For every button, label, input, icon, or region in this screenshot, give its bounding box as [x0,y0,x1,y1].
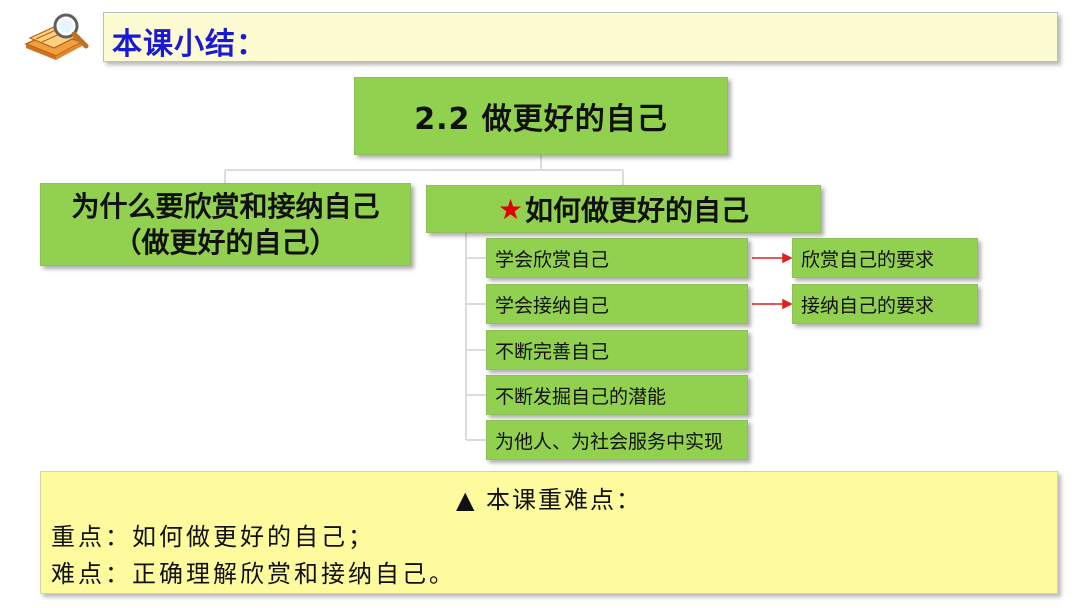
magnifier-books-icon [24,13,89,60]
step-label: 不断发掘自己的潜能 [495,385,667,408]
step-potential: 不断发掘自己的潜能 [486,375,748,415]
key-points-panel: ▲ 本课重难点： 重点：如何做更好的自己； 难点：正确理解欣赏和接纳自己。 [40,471,1058,594]
key-point-line: 重点：如何做更好的自己； [51,523,375,551]
page-title: 本课小结： [112,27,267,62]
star-icon: ★ [497,192,524,226]
requirement-label: 欣赏自己的要求 [801,248,935,271]
root-topic-label: 2.2 做更好的自己 [414,102,668,137]
why-box: 为什么要欣赏和接纳自己 （做更好的自己） [40,183,411,266]
why-line2: （做更好的自己） [113,225,338,259]
why-line1: 为什么要欣赏和接纳自己 [71,189,380,223]
arrowhead-appreciate [782,252,793,264]
key-points-heading: ▲ 本课重难点： [455,486,643,514]
root-topic-box: 2.2 做更好的自己 [354,77,728,155]
arrowhead-accept [782,298,793,310]
step-appreciate: 学会欣赏自己 [486,238,748,278]
step-label: 不断完善自己 [495,340,610,363]
step-label: 为他人、为社会服务中实现 [495,430,724,453]
difficulty-line: 难点：正确理解欣赏和接纳自己。 [51,560,456,588]
requirement-appreciate: 欣赏自己的要求 [792,238,978,278]
step-improve: 不断完善自己 [486,330,748,370]
step-label: 学会接纳自己 [495,294,610,317]
step-accept: 学会接纳自己 [486,284,748,324]
requirement-label: 接纳自己的要求 [801,294,935,317]
step-label: 学会欣赏自己 [495,248,610,271]
title-bar: 本课小结： [103,12,1058,62]
how-label: 如何做更好的自己 [525,194,750,227]
requirement-accept: 接纳自己的要求 [792,284,978,324]
step-serve-society: 为他人、为社会服务中实现 [486,420,748,460]
how-box: ★ 如何做更好的自己 [426,185,821,233]
